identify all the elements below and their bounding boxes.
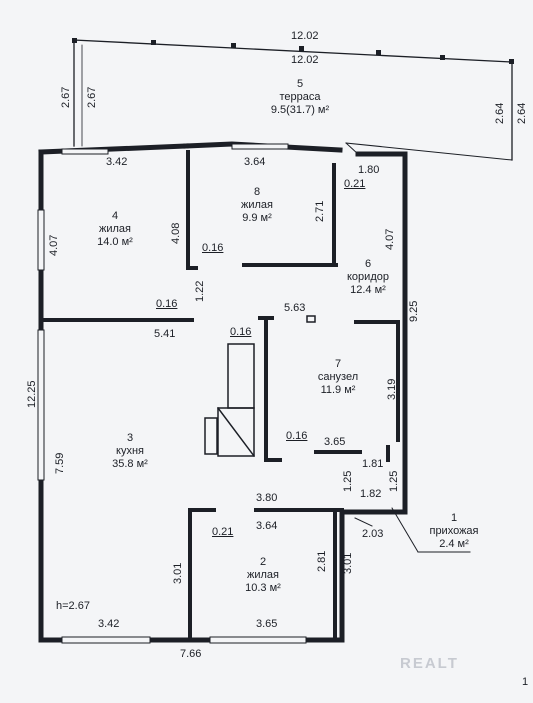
dim-ceiling: h=2.67 [56,600,90,612]
dim-bottom-right: 3.65 [256,618,278,630]
dim-hall-h2: 1.25 [388,470,400,492]
dim-right-total: 9.25 [408,300,420,322]
dim-hall-small: 1.81 [362,458,384,470]
dim-r8-height-left: 4.08 [170,222,182,244]
dim-bath-height: 3.19 [386,378,398,400]
dim-terrace-right-outer: 2.64 [516,102,528,124]
dim-terrace-top-outer: 12.02 [291,30,319,42]
dim-terrace-right-inner: 2.64 [494,102,506,124]
room-8-label: 8 жилая 9.9 м² [241,186,273,224]
windows [37,143,307,644]
leader-hallway [391,507,419,553]
dim-corr-top: 1.80 [358,164,380,176]
dim-bath-wall: 0.16 [286,430,308,442]
terrace-bottom-edge [345,142,513,161]
dim-r8-width: 3.64 [244,156,266,168]
dim-bottom-left: 3.42 [98,618,120,630]
dim-r8-height-right: 2.71 [314,200,326,222]
dim-r2-wall: 0.21 [212,526,234,538]
dim-center: 5.63 [284,302,306,314]
room-3-label: 3 кухня 35.8 м² [112,432,148,470]
dim-r2-top1: 3.80 [256,492,278,504]
dim-r6-height: 4.07 [384,228,396,250]
corner-mark: 1 [522,676,529,688]
dim-r4-wall: 0.16 [156,298,178,310]
chimney-block [204,343,256,458]
dim-terrace-left-outer: 2.67 [60,86,72,108]
dim-hall-out: 2.03 [362,528,384,540]
terrace-posts [72,38,514,64]
dim-terrace-top-inner: 12.02 [291,54,319,66]
dim-r4-door: 1.22 [194,280,206,302]
dim-r4-width: 3.42 [106,156,128,168]
room-6-label: 6 коридор 12.4 м² [347,258,389,296]
dim-r8-wall: 0.16 [202,242,224,254]
room-1-label: 1 прихожая 2.4 м² [429,512,479,550]
dim-r2-top2: 3.64 [256,520,278,532]
dim-r2-right: 2.81 [316,550,328,572]
room-7-label: 7 санузел 11.9 м² [317,358,359,396]
dim-hall-h1: 1.25 [342,470,354,492]
dim-r2-right-out: 3.01 [342,552,354,574]
room-2-label: 2 жилая 10.3 м² [245,556,281,594]
dim-kitchen-wall: 0.16 [230,326,252,338]
leader-bottom [354,517,373,527]
room-4-label: 4 жилая 14.0 м² [97,210,133,248]
small-posts [306,315,316,323]
dim-r3-height: 7.59 [54,452,66,474]
dim-r3-width: 5.41 [154,328,176,340]
room-5-label: 5 терраса 9.5(31.7) м² [270,78,330,116]
dim-bottom-total: 7.66 [180,648,202,660]
dim-r4-height: 4.07 [48,234,60,256]
dim-r2-left: 3.01 [172,562,184,584]
dim-left-total: 12.25 [26,380,38,408]
leader-corridor [345,142,359,155]
dim-terrace-left-inner: 2.67 [86,86,98,108]
dim-bath-width: 3.65 [324,436,346,448]
dim-hall-width: 1.82 [360,488,382,500]
dim-corr-wall: 0.21 [344,178,366,190]
watermark-logo: REALT [400,655,459,672]
interior-walls [42,150,400,642]
